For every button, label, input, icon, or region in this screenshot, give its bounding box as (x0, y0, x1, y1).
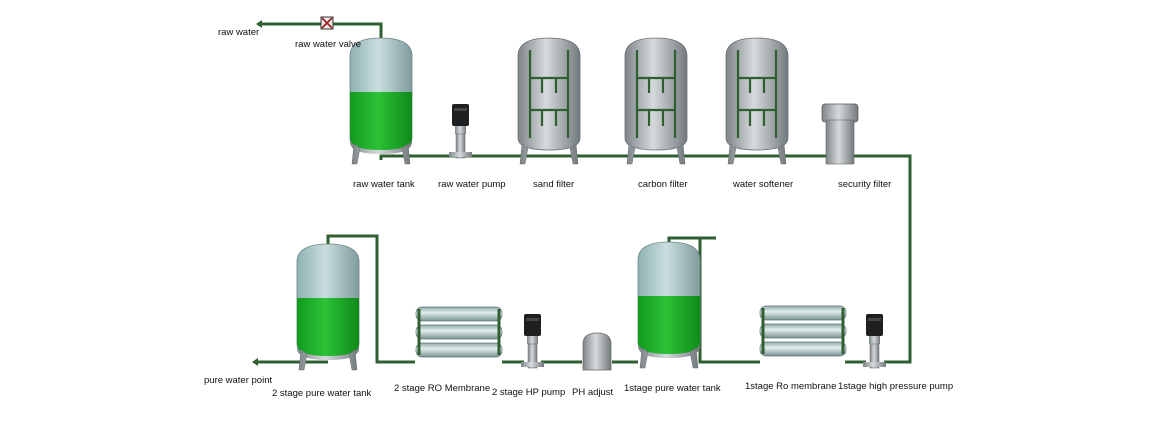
raw-water-valve[interactable] (320, 16, 334, 30)
carbon-filter (623, 36, 689, 166)
pure-water-outlet-arrow-icon (252, 358, 258, 366)
label-stage2-pump: 2 stage HP pump (492, 387, 565, 398)
raw-water-pump (448, 103, 473, 159)
stage2-ro-membrane (414, 305, 504, 359)
stage2-pure-water-tank (296, 243, 360, 371)
label-stage1-ro: 1stage Ro membrane (745, 381, 836, 392)
label-sand-filter: sand filter (533, 179, 574, 190)
pipes (258, 22, 912, 364)
label-pure-water-point: pure water point (204, 375, 272, 386)
label-carbon-filter: carbon filter (638, 179, 688, 190)
stage1-ro-membrane (758, 304, 848, 358)
label-ph-adjust: PH adjust (572, 387, 614, 398)
label-stage2-ro: 2 stage RO Membrane (394, 383, 490, 394)
stage2-hp-pump (520, 313, 545, 369)
label-security-filter: security filter (838, 179, 891, 190)
label-stage1-pump: 1stage high pressure pump (838, 381, 953, 392)
ph-adjust-tank (582, 332, 612, 371)
label-raw-water: raw water (218, 27, 259, 38)
stage1-high-pressure-pump (862, 313, 887, 369)
label-stage1-tank: 1stage pure water tank (624, 383, 721, 394)
raw-water-tank (349, 37, 413, 165)
stage1-pure-water-tank (637, 241, 701, 369)
sand-filter (516, 36, 582, 166)
raw-water-inlet-arrow-icon (256, 20, 262, 28)
label-raw-water-tank: raw water tank (353, 179, 415, 190)
label-raw-water-pump: raw water pump (438, 179, 506, 190)
water-softener (724, 36, 790, 166)
label-stage2-tank: 2 stage pure water tank (272, 388, 372, 399)
security-filter (821, 103, 859, 165)
label-water-softener: water softener (732, 179, 793, 190)
label-raw-water-valve: raw water valve (295, 39, 361, 50)
